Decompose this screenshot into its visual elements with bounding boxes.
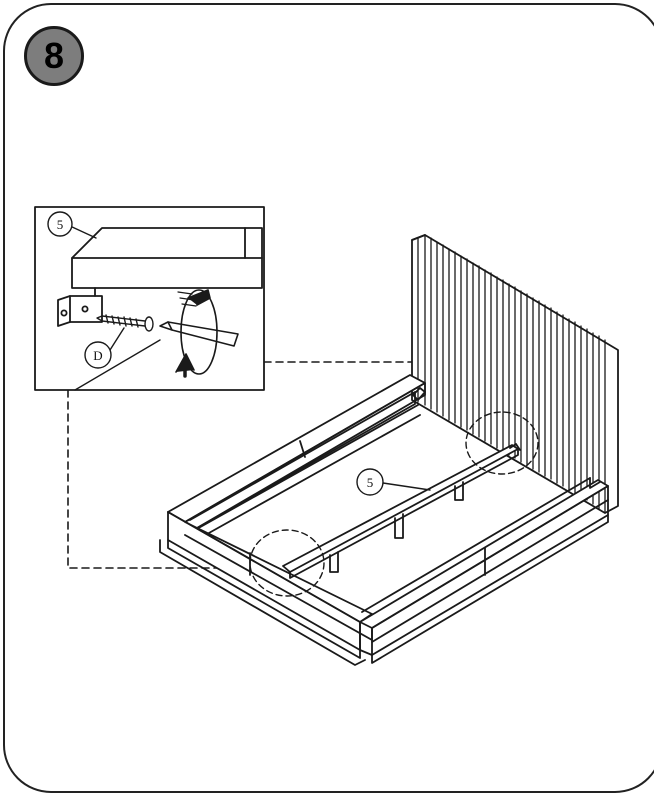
headboard-channels xyxy=(417,234,606,514)
callout-label: D xyxy=(93,348,102,363)
detail-highlight-circle xyxy=(249,411,539,597)
rotate-clockwise-icon xyxy=(175,289,218,378)
callout-screw-d: D xyxy=(84,341,112,369)
step-number-badge: 8 xyxy=(24,26,84,86)
callout-part-5-bed: 5 xyxy=(356,468,431,496)
detail-inset xyxy=(57,225,263,391)
callout-label: 5 xyxy=(367,475,374,490)
callout-label: 5 xyxy=(57,217,64,232)
screwdriver-icon xyxy=(159,321,239,347)
bed-frame xyxy=(159,374,609,666)
callout-part-5-detail: 5 xyxy=(47,211,73,237)
headboard xyxy=(411,234,619,514)
bracket-icon xyxy=(57,287,103,327)
screw-icon xyxy=(96,314,154,332)
